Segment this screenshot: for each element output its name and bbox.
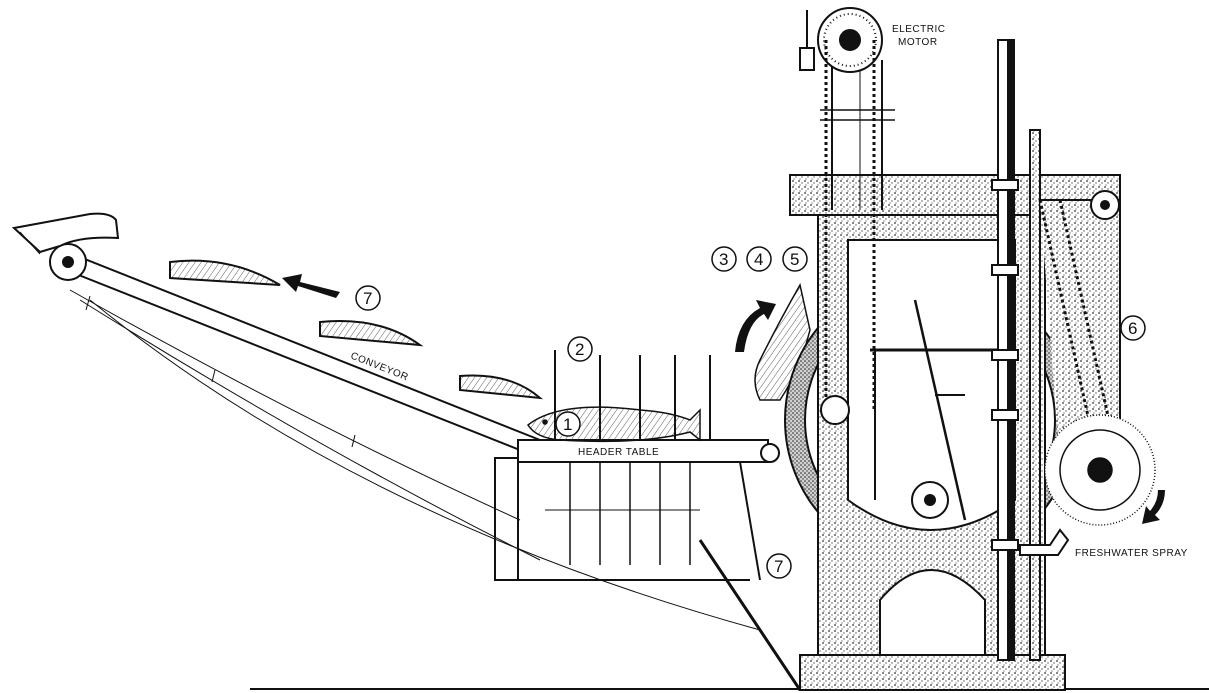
step-marker-7-upper: 7	[355, 285, 381, 311]
arrow-lift-curve	[735, 300, 776, 352]
drive-chain-left	[824, 40, 876, 410]
chain-sprocket	[820, 395, 850, 425]
freshwater-spray-label: FRESHWATER SPRAY	[1075, 548, 1188, 559]
arrow-upper-conveyor	[282, 274, 340, 298]
step-marker-6: 6	[1120, 315, 1146, 341]
svg-text:2: 2	[575, 340, 584, 359]
electric-motor-label-line1: ELECTRIC	[892, 24, 945, 35]
svg-text:4: 4	[754, 250, 763, 269]
step-marker-1: 1	[555, 411, 581, 437]
svg-text:5: 5	[790, 250, 799, 269]
brush-wheel	[1044, 414, 1156, 526]
motor-tower	[799, 7, 895, 210]
header-table-label: HEADER TABLE	[578, 447, 659, 458]
step-marker-5: 5	[782, 246, 808, 272]
vertical-shafts	[991, 39, 1041, 661]
svg-text:1: 1	[563, 415, 572, 434]
arrow-brush-rotation	[1142, 490, 1165, 524]
step-marker-4: 4	[746, 246, 772, 272]
conveyor	[11, 212, 761, 631]
step-marker-3: 3	[711, 246, 737, 272]
svg-text:7: 7	[363, 289, 372, 308]
step-marker-2: 2	[567, 336, 593, 362]
header-table	[494, 350, 802, 691]
electric-motor-label-line2: MOTOR	[898, 37, 938, 48]
svg-text:7: 7	[774, 557, 783, 576]
svg-text:6: 6	[1128, 319, 1137, 338]
freshwater-spray-nozzle	[1019, 528, 1070, 556]
svg-text:3: 3	[719, 250, 728, 269]
step-marker-7-lower: 7	[766, 553, 792, 579]
